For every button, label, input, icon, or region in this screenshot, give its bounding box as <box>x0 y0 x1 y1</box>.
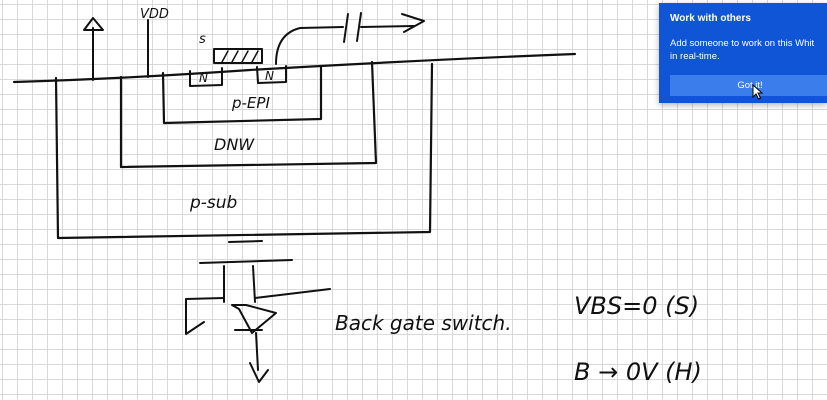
sub-terminal-arrow <box>83 17 104 81</box>
gate-poly <box>213 48 263 64</box>
popup-body: Add someone to work on this Whit in real… <box>670 37 827 63</box>
drain-wire <box>275 26 344 65</box>
output-arrow <box>360 13 425 33</box>
surface-line <box>12 52 577 84</box>
n-right-label: N <box>265 69 274 83</box>
n-left-label: N <box>199 71 208 85</box>
dnw-region <box>119 60 378 169</box>
work-with-others-popup: Work with others Add someone to work on … <box>659 3 827 103</box>
vbs-equation: VBS=0 (S) <box>574 292 699 320</box>
source-label: s <box>199 32 206 47</box>
backgate-text: Back gate switch. <box>335 311 512 335</box>
b-equation: B → 0V (H) <box>574 358 702 386</box>
dnw-label: DNW <box>214 135 255 154</box>
transistor-symbol <box>185 240 331 383</box>
gate-hatch <box>221 50 259 63</box>
p-sub-region <box>54 62 434 240</box>
popup-title: Work with others <box>670 13 751 24</box>
n-plus-left <box>189 67 223 87</box>
got-it-button[interactable]: Got it! <box>670 75 827 96</box>
popup-body-line2: in real-time. <box>670 51 720 62</box>
vdd-label: VDD <box>140 7 169 22</box>
p-epi-region <box>161 64 323 125</box>
mouse-pointer-icon <box>752 84 764 100</box>
popup-body-line1: Add someone to work on this Whit <box>670 38 815 49</box>
n-plus-right <box>256 65 287 84</box>
p-sub-label: p-sub <box>189 193 237 213</box>
p-epi-label: p-EPI <box>231 94 270 112</box>
